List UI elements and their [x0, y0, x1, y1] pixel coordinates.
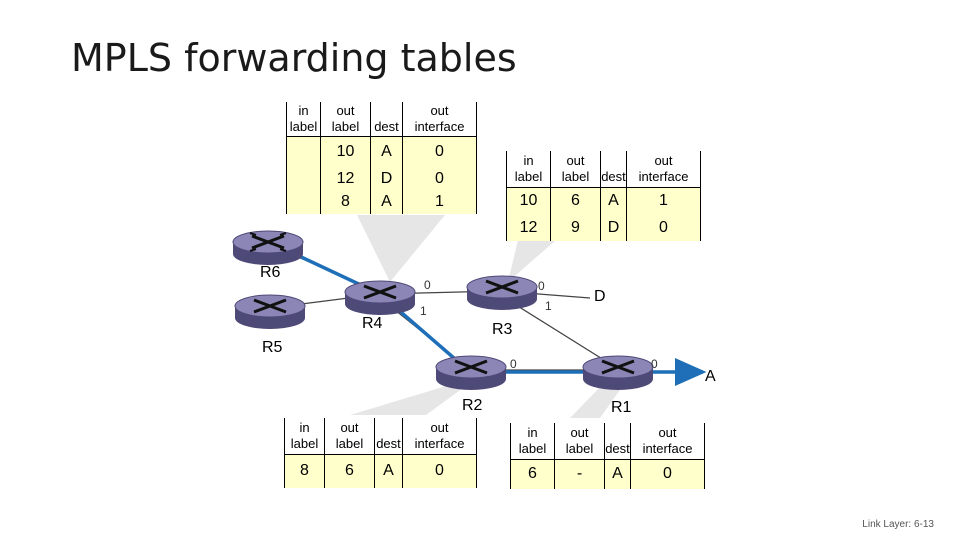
- r4-interface-0: 0: [424, 278, 431, 292]
- router-r5-label: R5: [262, 339, 283, 356]
- r2-interface-0: 0: [510, 357, 517, 371]
- table-row: 10 6 A 1: [506, 186, 701, 214]
- r1-interface-0: 0: [651, 357, 658, 371]
- r4-table-callout: [357, 215, 445, 282]
- router-r1-label: R1: [611, 399, 632, 416]
- table-row: 8 6 A 0: [284, 453, 477, 488]
- table-row: 10 A 0: [286, 135, 477, 167]
- r3-interface-1: 1: [545, 299, 552, 313]
- router-r4-label: R4: [362, 315, 383, 332]
- footer-page-label: Link Layer: 6-13: [862, 519, 934, 530]
- router-r1-icon: [582, 355, 654, 390]
- table-row: 6 - A 0: [510, 458, 705, 489]
- table-row: 8 A 1: [286, 190, 477, 214]
- router-r5-icon: [234, 294, 306, 329]
- r3-table-callout: [508, 240, 556, 282]
- router-r3-label: R3: [492, 321, 513, 338]
- r4-interface-1: 1: [420, 304, 427, 318]
- router-r2-icon: [435, 355, 507, 390]
- r1-table-callout: [570, 383, 625, 418]
- table-row: 12 D 0: [286, 167, 477, 190]
- router-r6-icon: [232, 230, 304, 265]
- page-title: MPLS forwarding tables: [71, 36, 517, 80]
- router-r6-label: R6: [260, 264, 281, 281]
- destination-d-label: D: [594, 288, 606, 305]
- r2-table-callout: [350, 383, 470, 415]
- table-row: 12 9 D 0: [506, 214, 701, 241]
- router-r4-icon: [344, 280, 416, 315]
- router-r3-icon: [466, 275, 538, 310]
- router-r2-label: R2: [462, 397, 483, 414]
- r3-interface-0: 0: [538, 279, 545, 293]
- destination-a-label: A: [705, 368, 716, 385]
